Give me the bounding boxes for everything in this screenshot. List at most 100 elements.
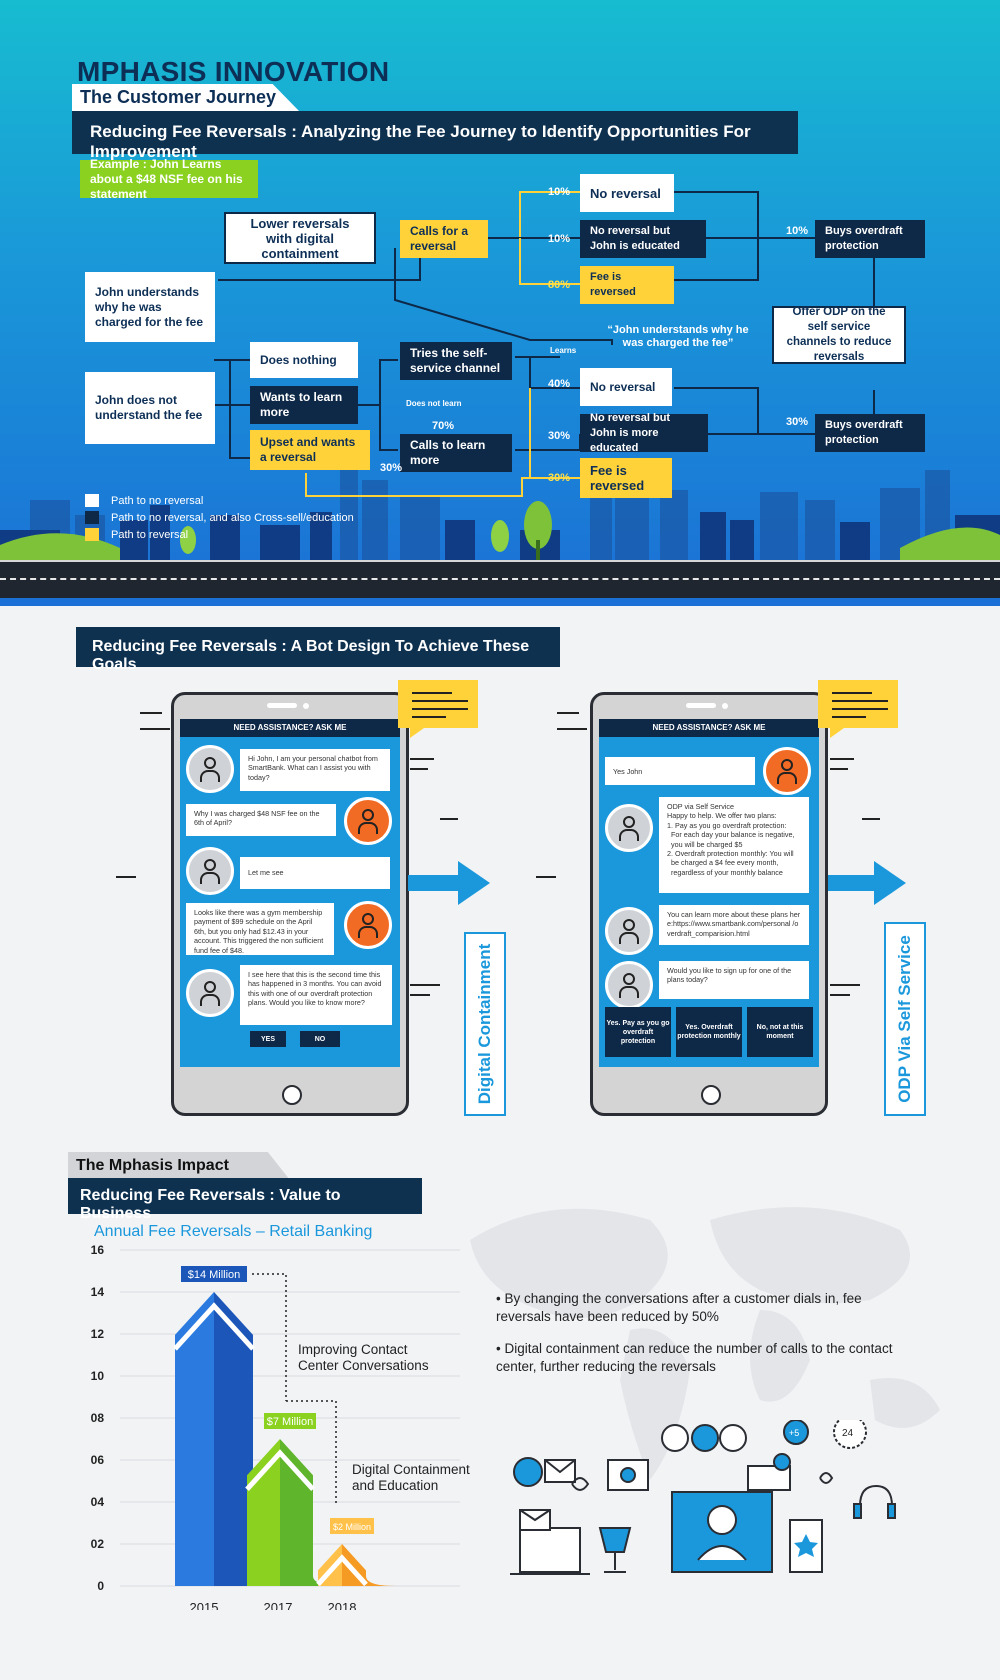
dash-deco: [830, 768, 848, 770]
headset-icon: [859, 1484, 893, 1507]
phone-home-button[interactable]: [701, 1085, 721, 1105]
legend-reversal: Path to reversal: [85, 528, 188, 541]
no-button[interactable]: NO: [300, 1031, 340, 1047]
chat-message: Would you like to sign up for one of the…: [659, 961, 809, 999]
y-tick-label: 04: [91, 1495, 105, 1509]
not-now-button[interactable]: No, not at this moment: [747, 1007, 813, 1057]
bar-chevron: [316, 1554, 368, 1587]
user-avatar: [763, 747, 811, 795]
dash-deco: [410, 758, 434, 760]
does-not-learn-label: Does not learn: [406, 399, 462, 408]
value-label-bg: [330, 1518, 374, 1534]
neutral-face-icon: [691, 1424, 719, 1452]
connector-calls-to-understands: [218, 248, 421, 281]
plus-five-text: +5: [789, 1428, 799, 1438]
bar-shade-2015: [214, 1292, 283, 1586]
pct-10c: 10%: [786, 225, 809, 237]
chat-message: Yes John: [605, 757, 755, 785]
world-map-background: [470, 1207, 940, 1480]
chat-message: Let me see: [240, 857, 390, 889]
bullet-item: • By changing the conversations after a …: [496, 1291, 862, 1324]
pct-80: 80%: [548, 279, 571, 291]
city-skyline-illustration: [0, 460, 1000, 562]
annotation-digital-containment: Digital Containment and Education: [352, 1462, 470, 1493]
value-label-bg: [181, 1266, 247, 1282]
no-reversal-2-box: No reversal: [580, 368, 672, 406]
odp-line: regardless of your monthly balance: [671, 867, 783, 877]
no-reversal-box: No reversal: [580, 174, 674, 212]
digital-containment-label: Digital Containment: [464, 932, 506, 1116]
offer-odp-box: Offer ODP on the self service channels t…: [772, 306, 906, 364]
odp-line: be charged a $4 fee every month,: [671, 858, 779, 868]
chat-message: Looks like there was a gym membership pa…: [186, 903, 334, 955]
chatbot-avatar: [605, 961, 653, 1009]
pct-30c: 30%: [786, 416, 809, 428]
pay-as-you-go-button[interactable]: Yes. Pay as you go overdraft protection: [605, 1007, 671, 1057]
odp-line: 1. Pay as you go overdraft protection:: [667, 820, 787, 830]
pct-30d: 30%: [380, 462, 403, 474]
impact-tab: The Mphasis Impact: [68, 1152, 290, 1180]
john-quote: “John understands why he was charged the…: [607, 324, 749, 349]
chatbot-avatar: [186, 847, 234, 895]
no-reversal-educated-box: No reversal but John is educated: [580, 220, 706, 258]
smiley-icon: [661, 1424, 689, 1452]
phone-2-screen: NEED ASSISTANCE? ASK ME Yes John ODP via…: [599, 719, 819, 1067]
chart-title: Annual Fee Reversals – Retail Banking: [94, 1223, 372, 1240]
y-tick-label: 0: [97, 1579, 104, 1593]
no-reversal-more-educated-box: No reversal but John is more educated: [580, 412, 708, 454]
sticky-note-icon: [398, 680, 478, 738]
pct-30a: 30%: [548, 430, 571, 442]
sad-face-icon: [719, 1424, 747, 1452]
odp-monthly-button[interactable]: Yes. Overdraft protection monthly: [676, 1007, 742, 1057]
heart-icon: [571, 1477, 590, 1491]
pct-70: 70%: [432, 420, 455, 432]
phone-1-screen: NEED ASSISTANCE? ASK ME Hi John, I am yo…: [180, 719, 400, 1067]
dash-deco: [440, 818, 458, 820]
x-tick-label: 2018: [328, 1600, 357, 1610]
chat-message: You can learn more about these plans her…: [659, 905, 809, 945]
wants-to-learn-box: Wants to learn more: [250, 386, 358, 424]
customer-service-illustration: +5 24: [510, 1420, 896, 1575]
y-tick-label: 06: [91, 1453, 105, 1467]
value-label: $2 Million: [333, 1522, 371, 1532]
dash-deco: [410, 994, 430, 996]
cart-icon: [513, 1457, 543, 1487]
phone-speaker: [686, 703, 716, 708]
bar-chevron: [173, 1302, 255, 1351]
arrow-right-icon-head: [458, 861, 490, 905]
clock-24-icon: [833, 1420, 867, 1449]
user-avatar: [344, 797, 392, 845]
value-label: $14 Million: [188, 1269, 241, 1281]
upset-box: Upset and wants a reversal: [250, 430, 370, 470]
pct-10b: 10%: [548, 233, 571, 245]
yes-button[interactable]: YES: [250, 1031, 286, 1047]
bar-shade-2017: [280, 1439, 343, 1586]
clock-24-text: 24: [842, 1428, 854, 1439]
dash-deco: [140, 712, 162, 714]
dash-deco: [830, 984, 860, 986]
customer-journey-section: MPHASIS INNOVATION The Customer Journey …: [0, 0, 1000, 606]
phone-1: NEED ASSISTANCE? ASK ME Hi John, I am yo…: [171, 692, 409, 1116]
learns-label: Learns: [550, 346, 577, 355]
connector-quote: [394, 248, 613, 345]
phone-camera: [722, 703, 728, 709]
journey-connectors: [214, 191, 875, 497]
connector-dotted: [252, 1273, 287, 1401]
legend-swatch: [85, 511, 99, 524]
phone-2: NEED ASSISTANCE? ASK ME Yes John ODP via…: [590, 692, 828, 1116]
legend-cross-sell: Path to no reversal, and also Cross-sell…: [85, 511, 354, 524]
odp-line: For each day your balance is negative,: [671, 830, 795, 840]
chat-header: NEED ASSISTANCE? ASK ME: [599, 719, 819, 737]
chatbot-avatar: [605, 804, 653, 852]
laptop-icon: [519, 1527, 581, 1573]
annotation-contact-center: Improving Contact Center Conversations: [298, 1342, 429, 1373]
x-tick-label: 2015: [190, 1600, 219, 1610]
road-edge: [0, 560, 1000, 563]
dash-deco: [410, 984, 440, 986]
phone-home-button[interactable]: [282, 1085, 302, 1105]
calls-for-reversal-box: Calls for a reversal: [400, 220, 488, 258]
dash-deco: [557, 712, 579, 714]
chat-message: I see here that this is the second time …: [240, 965, 392, 1025]
fee-reversed-box: Fee is reversed: [580, 266, 674, 304]
road: [0, 562, 1000, 598]
